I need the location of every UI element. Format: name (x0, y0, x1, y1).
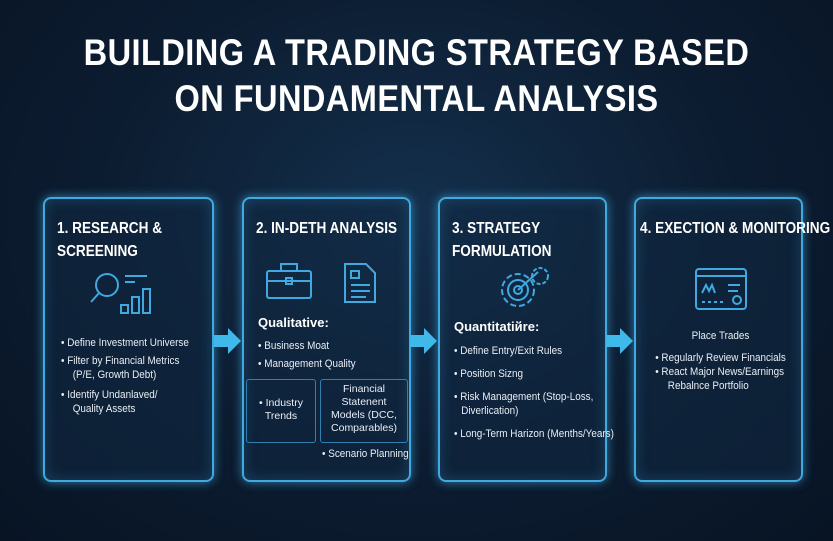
step-2-title: 2. IN-DETH ANALYSIS (256, 220, 398, 237)
arrow-right-icon (410, 328, 437, 354)
list-item: Place Trades (691, 330, 750, 342)
list-item: Diverlication) (461, 405, 519, 417)
step-1-card: 1. RESEARCH & SCREENING Define Investment… (43, 197, 214, 482)
arrow-right-icon (606, 328, 633, 354)
step-1-title: 1. RESEARCH & SCREENING (57, 217, 162, 263)
arrow-right-icon (214, 328, 241, 354)
step-3-title-line-1: 3. STRATEGY (452, 220, 541, 237)
list-item: Scenario Planning (322, 447, 408, 461)
step-2-extra-list: Scenario Planning (322, 447, 418, 465)
step-4-list: Place Trades Regularly Review Financials… (648, 329, 793, 397)
page-title: BUILDING A TRADING STRATEGY BASED ON FUN… (50, 30, 783, 122)
step-3-title: 3. STRATEGY FORMULATION (452, 217, 551, 263)
step-1-title-line-1: 1. RESEARCH & (57, 220, 163, 237)
step-1-list: Define Investment Universe Filter by Fin… (61, 336, 203, 420)
step-1-title-line-2: SCREENING (57, 243, 138, 260)
list-item: Business Moat (258, 339, 356, 353)
list-item: Identify Undanlaved/ (61, 388, 189, 402)
list-item: Define Entry/Exit Rules (454, 344, 614, 358)
step-3-card: 3. STRATEGY FORMULATION Quantitatiйre: De… (438, 197, 614, 482)
step-3-title-line-2: FORMULATION (452, 243, 552, 260)
step-4-card: 4. EXECTION & MONITORING Place Trades Re… (634, 197, 830, 482)
list-item: Management Quality (258, 357, 355, 371)
magnifier-chart-icon (90, 273, 151, 314)
step-2-card: 2. IN-DETH ANALYSIS Qualitative: Busines… (242, 197, 411, 482)
financial-models-line: Comparables) (331, 422, 397, 434)
list-item: Position Sizng (454, 367, 614, 381)
financial-models-line: Models (DCC, (331, 409, 397, 421)
dashboard-icon (695, 268, 747, 310)
gear-target-icon (501, 267, 549, 307)
title-line-2: ON FUNDAMENTAL ANALYSIS (174, 78, 659, 119)
list-item: Risk Management (Stop-Loss, (454, 390, 614, 404)
list-item: (P/E, Growth Debt) (72, 369, 157, 381)
financial-models-line: Financial Statenent (341, 383, 387, 408)
title-line-1: BUILDING A TRADING STRATEGY BASED (83, 32, 750, 73)
step-2-list: Business Moat Management Quality (258, 339, 366, 375)
step-3-list: Define Entry/Exit Rules Position Sizng R… (454, 344, 632, 445)
qualitative-heading: Qualitative: (258, 315, 329, 330)
industry-trends-text: Industry (265, 397, 303, 409)
list-item: Filter by Financial Metrics (61, 354, 189, 368)
step-4-title: 4. EXECTION & MONITORING (640, 220, 831, 237)
briefcase-icon (266, 263, 312, 299)
industry-trends-line-2: Trends (264, 410, 298, 422)
industry-trends-line-1: • Industry (259, 397, 303, 409)
list-item: Regularly Review Financials (648, 351, 785, 365)
document-icon (344, 263, 376, 303)
list-item: Define Investment Universe (61, 336, 189, 350)
quantitative-heading: Quantitatiйre: (454, 319, 540, 334)
list-item: Quality Assets (72, 403, 136, 415)
list-item: Long-Term Harizon (Menths/Years) (454, 427, 614, 441)
list-item: Rebalnce Portfolio (667, 380, 749, 392)
list-item: React Major News/Earnings (648, 365, 784, 379)
